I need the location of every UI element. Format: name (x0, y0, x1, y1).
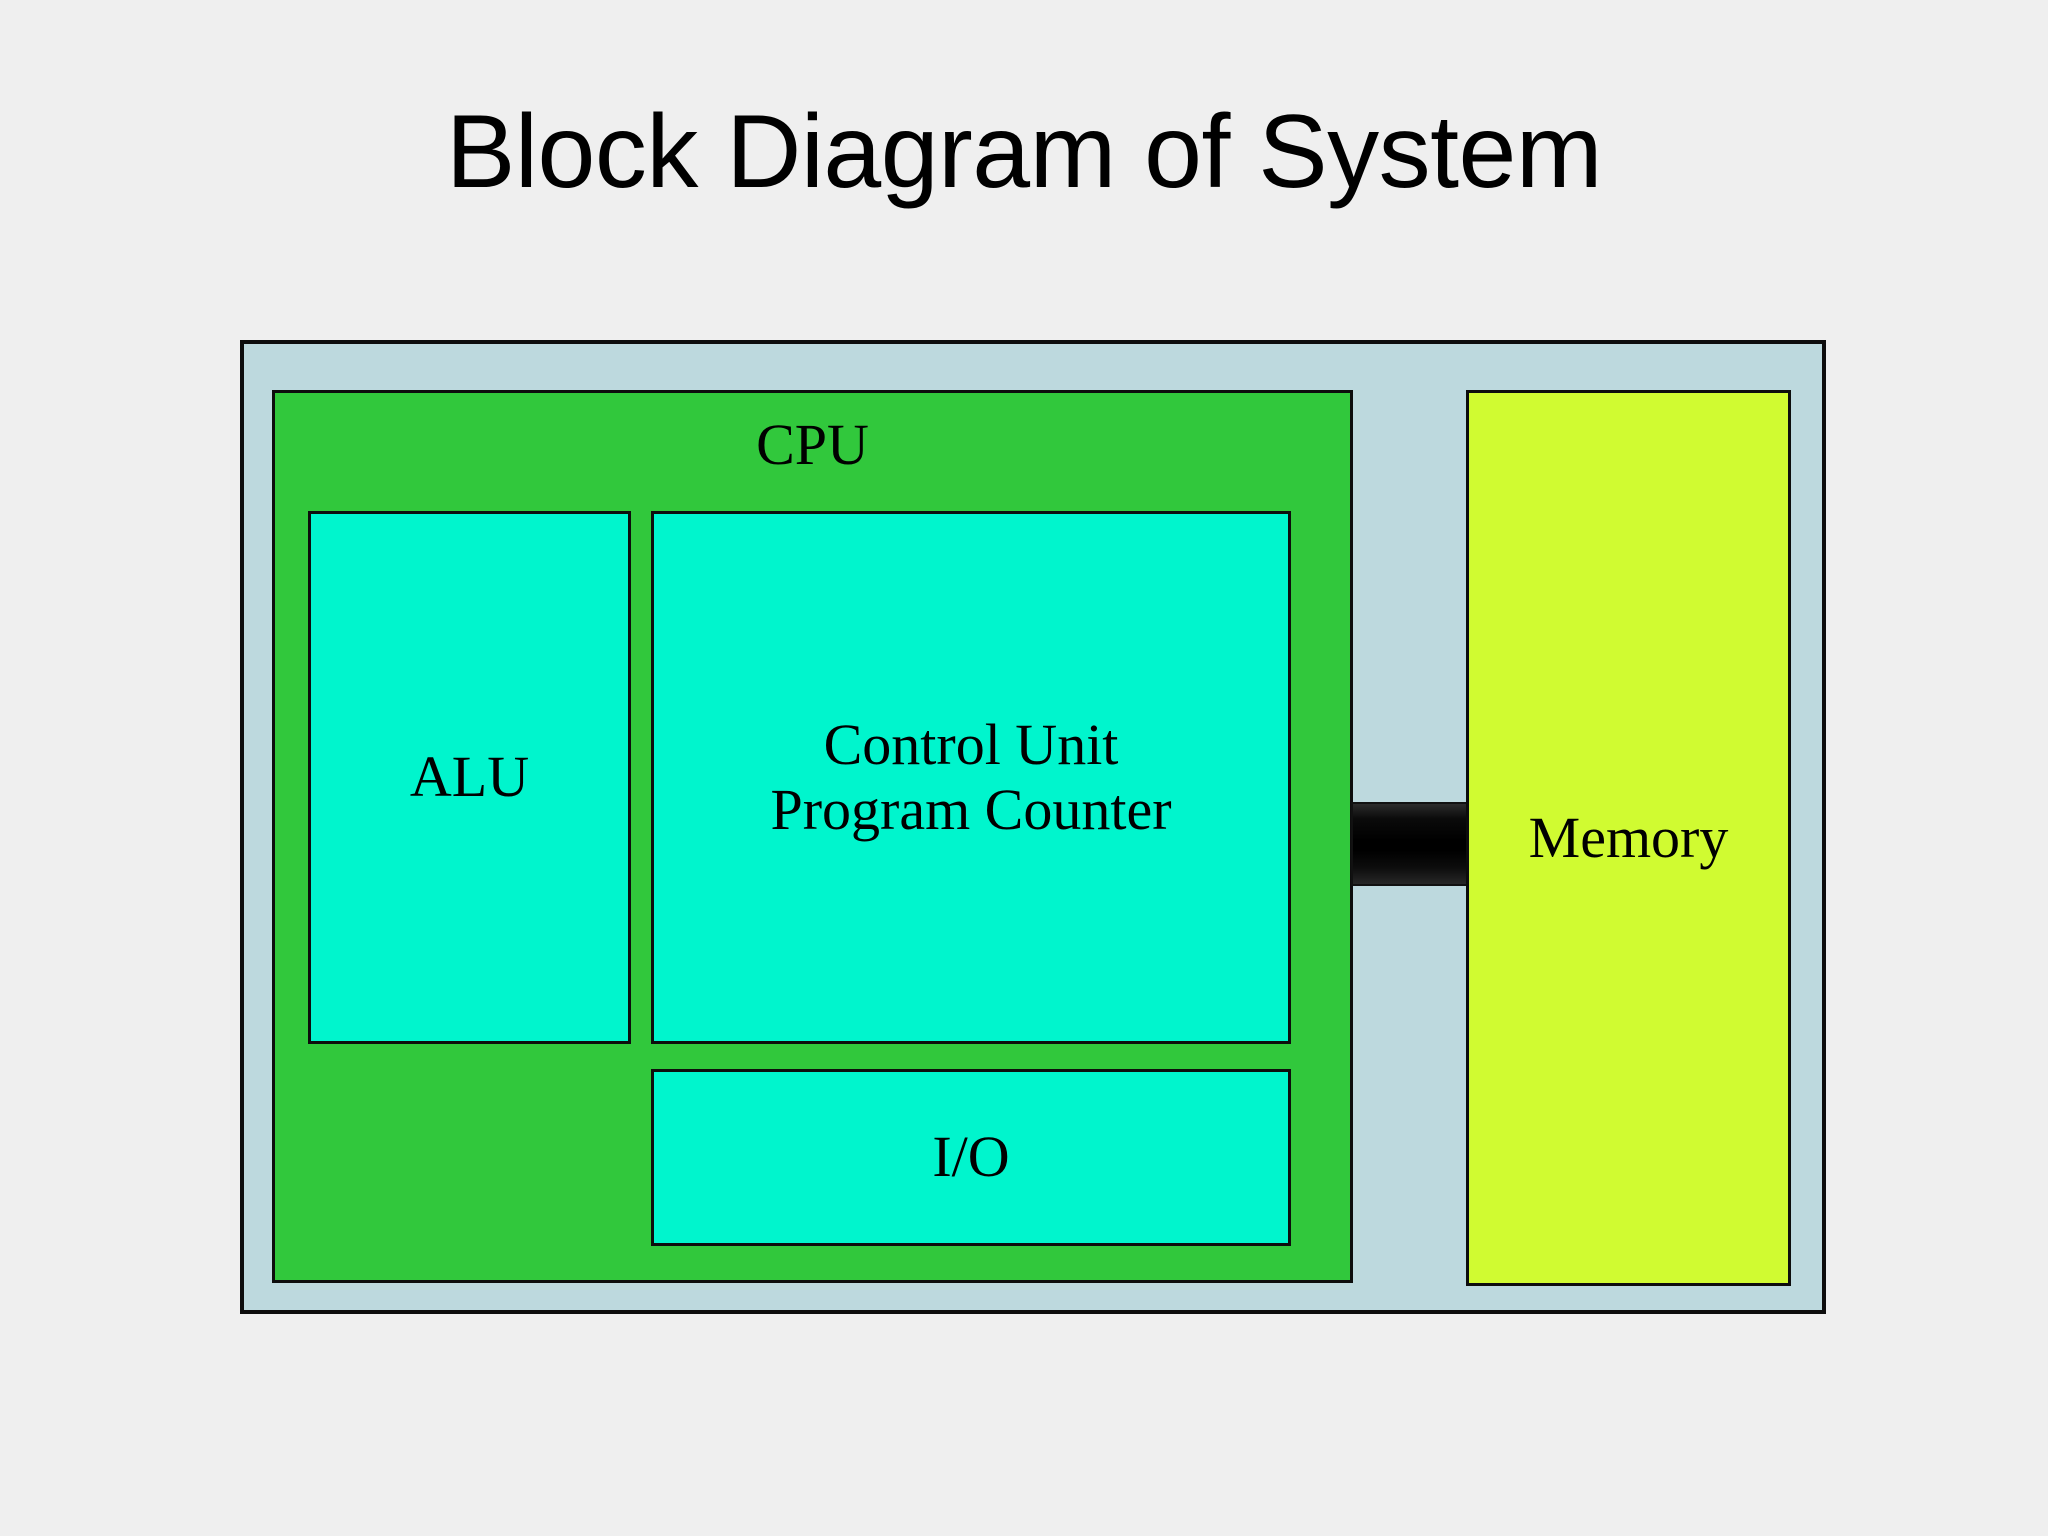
io-label: I/O (932, 1124, 1010, 1190)
memory-block[interactable]: Memory (1466, 390, 1791, 1286)
alu-block[interactable]: ALU (308, 511, 631, 1044)
control-unit-label-line-1: Control Unit (823, 711, 1119, 777)
memory-label: Memory (1528, 804, 1729, 870)
control-unit-label-line-2: Program Counter (770, 776, 1172, 842)
io-block[interactable]: I/O (651, 1069, 1291, 1246)
alu-label: ALU (409, 744, 530, 810)
cpu-memory-bus-connector (1351, 802, 1468, 886)
cpu-label: CPU (756, 412, 869, 477)
page-title: Block Diagram of System (446, 94, 1602, 210)
control-unit-block[interactable]: Control Unit Program Counter (651, 511, 1291, 1044)
